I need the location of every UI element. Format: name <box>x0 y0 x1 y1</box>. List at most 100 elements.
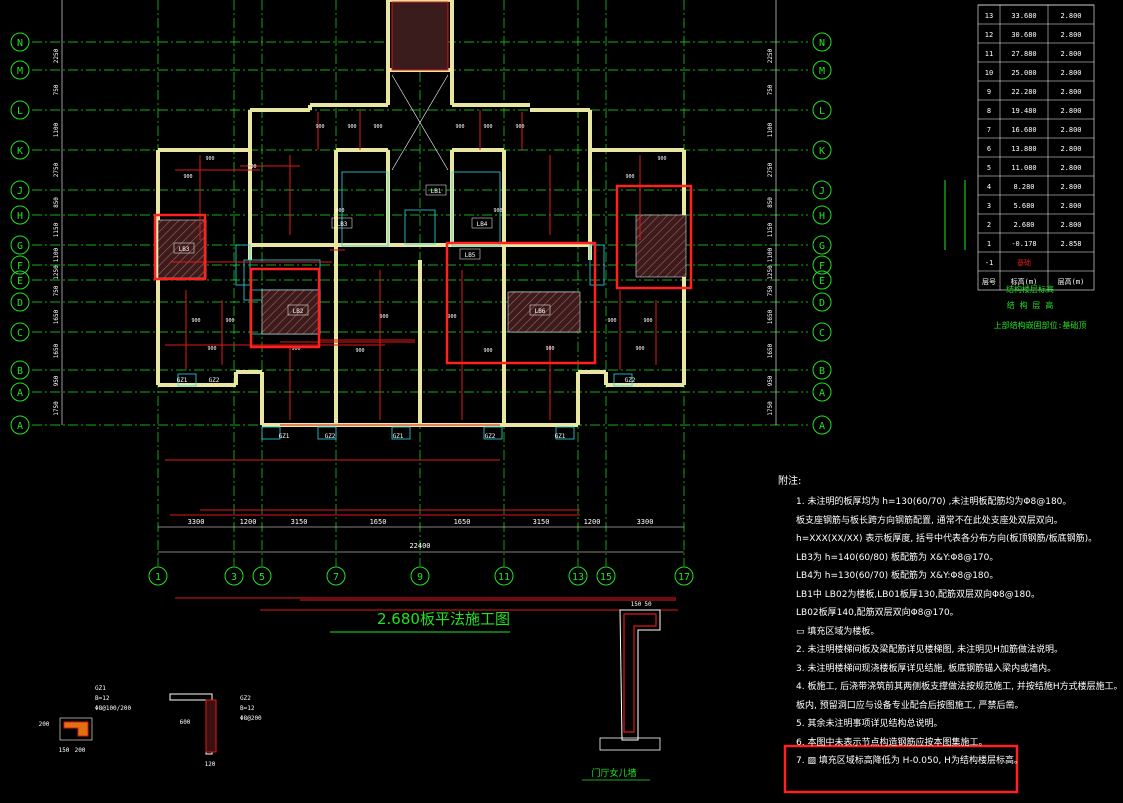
gz2-spec: B=12 <box>240 705 255 712</box>
floor-table-cell: 2.800 <box>1060 107 1081 115</box>
gz1-spec: Φ8@100/200 <box>95 705 132 712</box>
column-gz <box>177 373 197 387</box>
axis-label-left: D <box>17 298 23 309</box>
axis-bubble-bottom <box>326 566 346 586</box>
rebar-length-text: 900 <box>291 346 300 352</box>
axis-bubble-left <box>10 100 30 120</box>
slab-label: LB1 <box>431 188 442 195</box>
floor-table-header: 层号 <box>982 278 996 286</box>
slab-label: LB4 <box>477 221 488 228</box>
floor-table-caption: 结 构 层 高 <box>1007 300 1053 310</box>
floor-table-cell: 27.880 <box>1011 50 1036 58</box>
axis-label-left: F <box>17 261 23 272</box>
axis-bubble-left <box>10 415 30 435</box>
floor-table-cell: 7 <box>987 126 991 134</box>
axis-label-bottom: 13 <box>572 572 584 583</box>
axis-bubble-right <box>812 322 832 342</box>
highlight-boxes <box>153 184 1019 794</box>
axis-bubble-right <box>812 180 832 200</box>
dim-text-left: 1650 <box>53 309 60 324</box>
axis-bubble-bottom <box>224 566 244 586</box>
floor-table-cell: 25.080 <box>1011 69 1036 77</box>
dim-text-left: 950 <box>53 375 60 386</box>
dim-text-bottom: 1200 <box>240 518 257 526</box>
floor-table-cell: 2.858 <box>1060 240 1081 248</box>
hatched-slab <box>261 289 321 335</box>
highlight-box <box>153 213 207 281</box>
axis-bubble-left <box>10 255 30 275</box>
axis-label-right: H <box>819 211 825 222</box>
note-line: LB4为 h=130(60/70) 板配筋为 X&Y:Φ8@180。 <box>796 571 999 581</box>
floor-table-cell: 8 <box>987 107 991 115</box>
axis-label-left: G <box>17 241 23 252</box>
rebar-length-text: 900 <box>447 314 456 320</box>
column-label: GZ1 <box>177 377 188 384</box>
rebar-length-text: 900 <box>373 124 382 130</box>
axis-label-right: L <box>819 106 825 117</box>
floor-table-cell: 2.800 <box>1060 221 1081 229</box>
axis-bubble-right <box>812 100 832 120</box>
axis-bubble-left <box>10 32 30 52</box>
axis-bubble-right <box>812 235 832 255</box>
column-label: GZ1 <box>555 433 566 440</box>
gz2-dim: 600 <box>180 719 191 726</box>
axis-bubble-left <box>10 322 30 342</box>
dim-text-left: 750 <box>53 84 60 95</box>
highlight-box <box>783 744 1019 794</box>
axis-label-right: J <box>819 186 825 197</box>
dim-text-right: 750 <box>767 84 774 95</box>
rebar-length-text: 900 <box>347 124 356 130</box>
dim-text-left: 2250 <box>53 48 60 63</box>
axis-label-right: M <box>819 66 825 77</box>
column-gz <box>391 426 411 440</box>
slab-label-box <box>471 217 493 229</box>
axis-label-right: E <box>819 276 825 287</box>
dim-text-left: 1250 <box>53 265 60 280</box>
floor-table-cell: 3 <box>987 202 991 210</box>
axis-bubble-left <box>10 60 30 80</box>
axis-bubble-right <box>812 205 832 225</box>
axis-bubble-right <box>812 292 832 312</box>
axis-bubble-bottom <box>596 566 616 586</box>
column-label: GZ2 <box>625 377 636 384</box>
column-gz <box>555 426 575 440</box>
gz1-spec: B=12 <box>95 695 110 702</box>
rebar-length-text: 900 <box>225 318 234 324</box>
floor-table-cell: 2 <box>987 221 991 229</box>
axis-label-left: A <box>17 388 23 399</box>
dim-text-bottom: 3300 <box>188 518 205 526</box>
axis-label-bottom: 17 <box>678 572 690 583</box>
column-label: GZ1 <box>393 433 404 440</box>
elevator-shaft <box>391 1 449 71</box>
floor-table-cell: 11.080 <box>1011 164 1036 172</box>
floor-table-cell: 5 <box>987 164 991 172</box>
axis-bubble-left <box>10 292 30 312</box>
axis-bubble-right <box>812 270 832 290</box>
dim-text-left: 2750 <box>53 162 60 177</box>
hatched-slab <box>507 291 581 333</box>
rebar-length-text: 900 <box>315 124 324 130</box>
slab-label-box <box>425 184 447 196</box>
dim-text-right: 2250 <box>767 48 774 63</box>
floor-table-cell: 2.800 <box>1060 88 1081 96</box>
dim-text-bottom: 1200 <box>584 518 601 526</box>
dim-text-right: 1250 <box>767 265 774 280</box>
axis-bubble-left <box>10 235 30 255</box>
floor-table-cell: 2.800 <box>1060 126 1081 134</box>
parapet-outline <box>619 609 661 741</box>
note-line: 板内, 预留洞口应与设备专业配合后按图施工, 严禁后凿。 <box>796 700 1024 711</box>
rebar-length-text: 900 <box>247 164 256 170</box>
slab-label-box <box>529 304 551 316</box>
floor-table-cell: 2.680 <box>1013 221 1034 229</box>
dim-text-total: 22400 <box>409 542 430 550</box>
dim-text-right: 850 <box>767 197 774 208</box>
note-line: 5. 其余未注明事项详见结构总说明。 <box>796 719 943 729</box>
slab-label: LB5 <box>465 252 476 259</box>
floor-table-cell: 12 <box>985 31 993 39</box>
beam-outline <box>589 244 605 286</box>
dim-text-bottom: 1650 <box>454 518 471 526</box>
note-line: 7. ▨ 填充区域标高降低为 H-0.050, H为结构楼层标高。 <box>796 756 1023 766</box>
axis-label-right: B <box>819 366 825 377</box>
